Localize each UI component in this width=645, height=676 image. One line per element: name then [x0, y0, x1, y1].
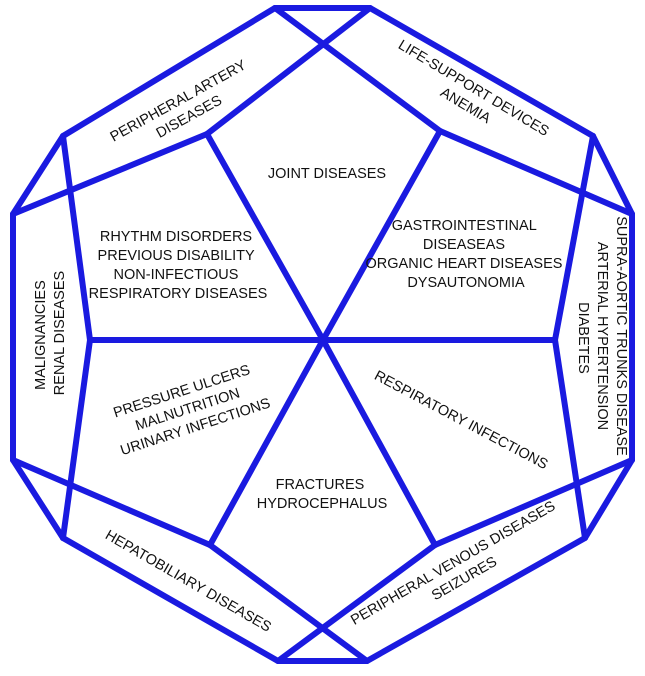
- label-line: NON-INFECTIOUS: [114, 267, 239, 283]
- edge: [60, 5, 278, 139]
- edge: [552, 133, 596, 343]
- label-center-lower-left: PRESSURE ULCERS MALNUTRITION URINARY INF…: [107, 359, 273, 459]
- label-line: JOINT DISEASES: [268, 166, 386, 182]
- label-center-lower-right: RESPIRATORY INFECTIONS: [372, 368, 551, 473]
- edge: [10, 131, 210, 217]
- label-center-upper-right: GASTROINTESTINAL DISEASEAS ORGANIC HEART…: [366, 218, 567, 291]
- label-line: LIFE-SUPPORT DEVICES: [395, 37, 551, 140]
- label-line: ARTERIAL HYPERTENSION: [594, 242, 610, 430]
- label-line: SUPRA-AORTIC TRUNKS DISEASE: [613, 216, 629, 456]
- label-line: DIABETES: [575, 302, 591, 374]
- label-line: MALIGNANCIES: [33, 280, 49, 390]
- label-line: DYSAUTONOMIA: [407, 275, 525, 291]
- label-center-bottom: FRACTURES HYDROCEPHALUS: [257, 477, 388, 512]
- edge: [60, 535, 281, 664]
- label-line: ORGANIC HEART DISEASES: [366, 256, 563, 272]
- edge: [582, 457, 635, 541]
- label-left: MALIGNANCIES RENAL DISEASES: [33, 271, 68, 395]
- diagram-edges: [10, 5, 635, 664]
- edge: [432, 457, 635, 548]
- label-line: HEPATOBILIARY DISEASES: [102, 527, 274, 635]
- label-line: DISEASEAS: [423, 237, 505, 253]
- edge: [320, 128, 443, 343]
- edge: [10, 133, 66, 217]
- edge: [552, 337, 588, 541]
- edge: [60, 337, 93, 541]
- edge: [10, 457, 213, 548]
- edge: [60, 133, 93, 343]
- label-line: HYDROCEPHALUS: [257, 496, 388, 512]
- edge: [367, 5, 596, 139]
- label-line: FRACTURES: [276, 477, 365, 493]
- label-line: PERIPHERAL ARTERY: [108, 57, 250, 145]
- edge: [204, 131, 326, 343]
- edge: [272, 5, 443, 134]
- edge: [204, 5, 373, 137]
- label-line: RESPIRATORY DISEASES: [89, 286, 268, 302]
- label-line: PREVIOUS DISABILITY: [98, 248, 255, 264]
- label-line: RESPIRATORY INFECTIONS: [372, 368, 551, 473]
- edge: [10, 457, 66, 541]
- edge: [275, 542, 438, 664]
- label-bottom-right: PERIPHERAL VENOUS DISEASES SEIZURES: [348, 496, 571, 645]
- label-line: RENAL DISEASES: [52, 271, 68, 395]
- label-center-upper-left: RHYTHM DISORDERS PREVIOUS DISABILITY NON…: [89, 229, 268, 302]
- label-line: RHYTHM DISORDERS: [100, 229, 252, 245]
- edge: [590, 133, 635, 217]
- label-right: SUPRA-AORTIC TRUNKS DISEASE ARTERIAL HYP…: [575, 216, 629, 460]
- edge: [207, 542, 370, 664]
- edge: [320, 337, 438, 548]
- edge: [437, 128, 635, 217]
- edge: [364, 535, 588, 664]
- edge: [207, 337, 326, 548]
- label-line: GASTROINTESTINAL: [392, 218, 537, 234]
- label-bottom-left: HEPATOBILIARY DISEASES: [102, 527, 274, 635]
- label-center-top: JOINT DISEASES: [268, 166, 386, 182]
